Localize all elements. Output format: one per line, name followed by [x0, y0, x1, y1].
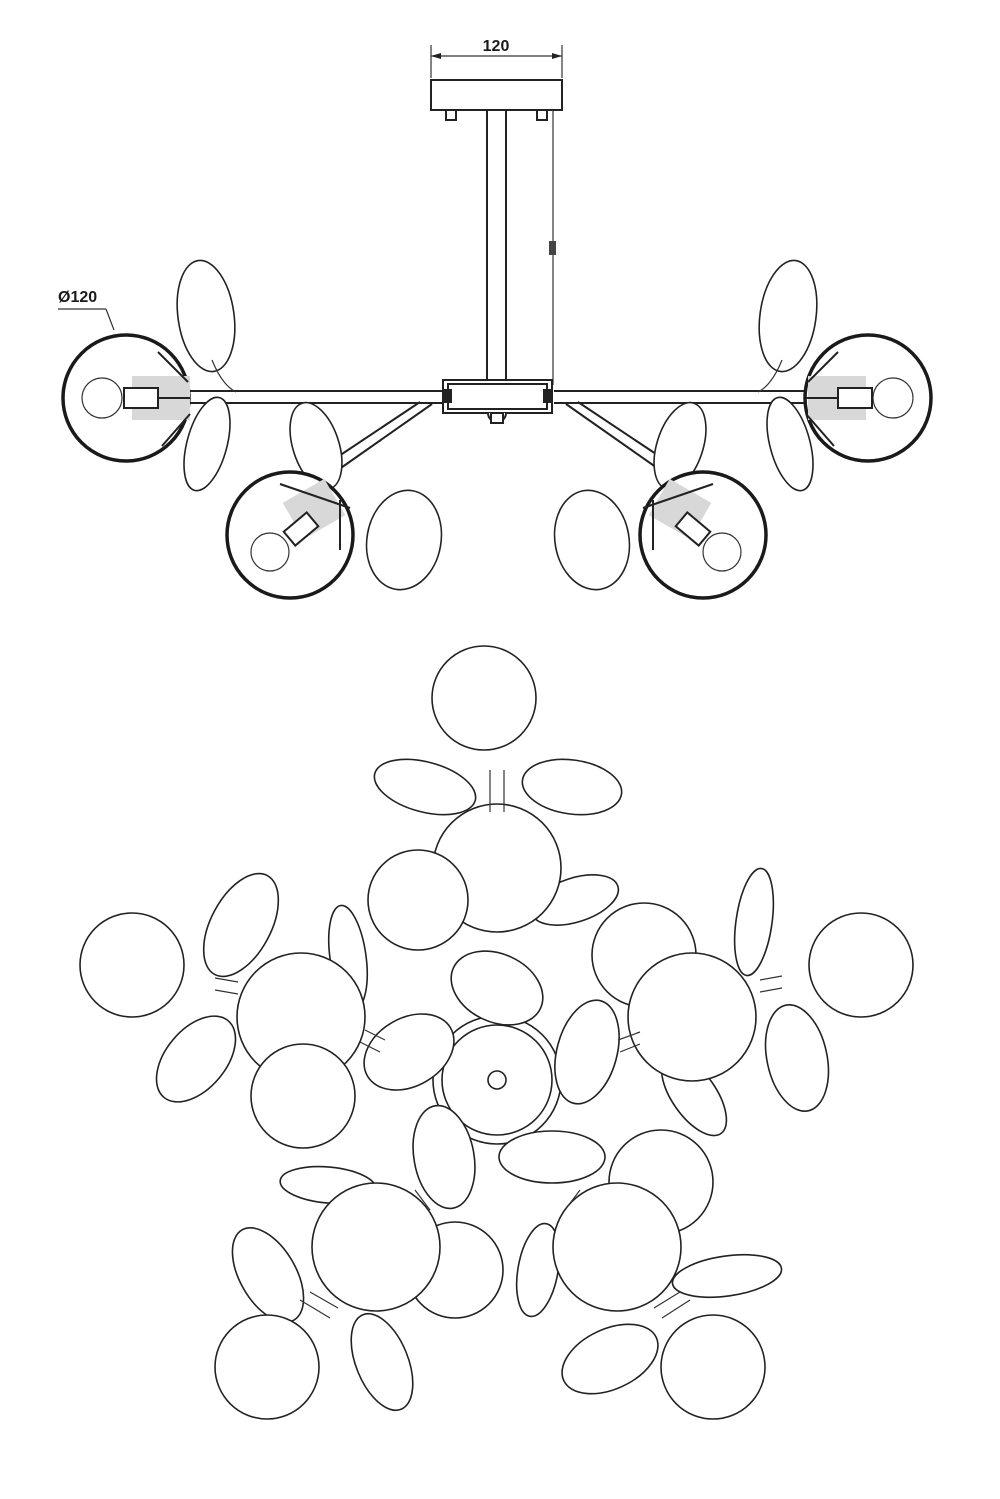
canopy-width-label: 120 — [483, 38, 510, 55]
top-arm-stubs — [214, 770, 783, 1319]
top-leaves — [155, 758, 830, 1412]
central-ring — [432, 1015, 562, 1145]
front-view: 120 — [58, 38, 933, 600]
top-globes — [79, 645, 914, 1420]
globe-lamp-left-inner — [225, 470, 355, 600]
central-hub — [442, 379, 553, 424]
globe-lamp-left-outer — [61, 333, 191, 463]
canopy-width-dimension: 120 — [430, 38, 563, 78]
globe-diameter-dimension: Ø120 — [58, 289, 115, 331]
horizontal-arms — [190, 390, 810, 471]
globe-lamp-right-outer — [803, 333, 933, 463]
ceiling-canopy — [430, 79, 563, 121]
suspension-rod — [486, 109, 556, 385]
globe-lamp-right-inner — [638, 470, 768, 600]
top-view — [79, 645, 914, 1420]
globe-diameter-label: Ø120 — [58, 289, 97, 306]
